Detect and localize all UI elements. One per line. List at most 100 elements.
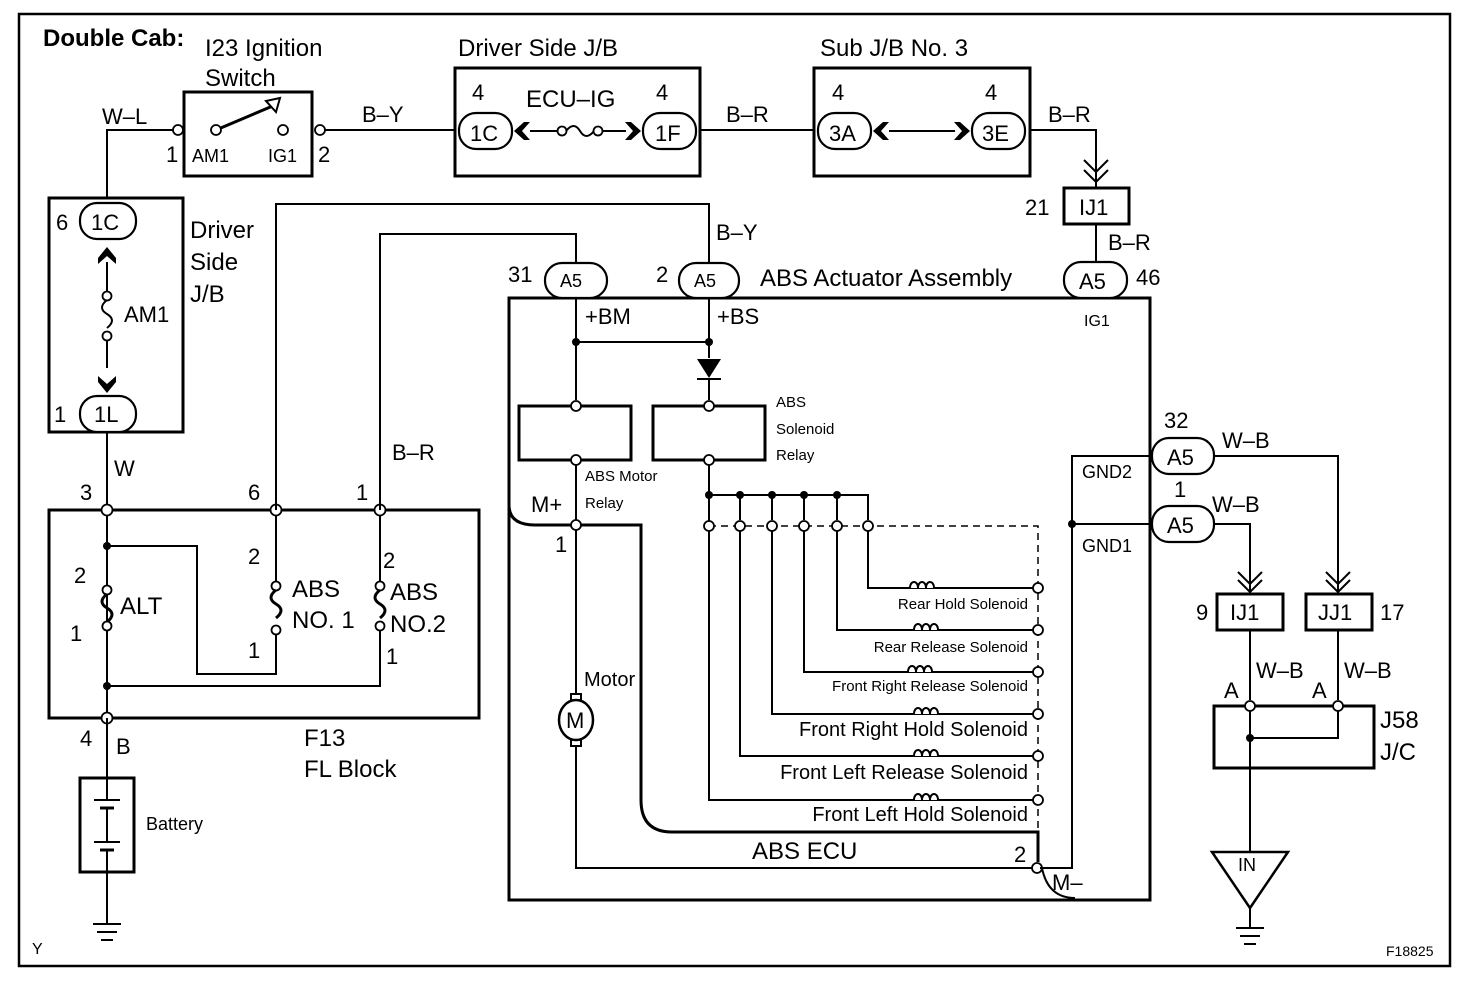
fl-pin-3: 3 xyxy=(80,480,92,505)
abs-m-plus-pin: 1 xyxy=(555,532,567,557)
j58-pin-a1: A xyxy=(1224,678,1239,703)
coil-icon-front-right-release xyxy=(907,665,933,673)
ij1-bottom-name: IJ1 xyxy=(1230,600,1259,625)
wire-w-b-1: W–B xyxy=(1222,428,1270,453)
ignition-pin-in: 1 xyxy=(166,142,178,167)
fuse-alt-icon xyxy=(100,592,114,624)
abs-solenoid-relay xyxy=(651,404,767,462)
ignition-switch: I23 Ignition Switch AM1 IG1 1 2 xyxy=(166,35,330,178)
driver-jb-left-title-2: Side xyxy=(190,249,238,276)
abs-solenoid-relay-line1: ABS xyxy=(776,394,806,411)
fuse-abs-no1-icon xyxy=(269,588,283,620)
abs-conn-bm: A5 xyxy=(560,271,582,291)
fl-block: F13 FL Block 3 6 1 4 ALT 2 1 ABS NO. 1 2… xyxy=(47,480,481,783)
solenoid-front-left-release: Front Left Release Solenoid xyxy=(780,762,1028,784)
solenoid-rear-release: Rear Release Solenoid xyxy=(874,639,1028,656)
solenoid-front-right-release: Front Right Release Solenoid xyxy=(832,678,1028,695)
fuse-abs-no1-line1: ABS xyxy=(292,576,340,603)
abs-term-ig1: IG1 xyxy=(1084,313,1110,330)
fuse-alt-label: ALT xyxy=(120,593,163,620)
abs-actuator-title: ABS Actuator Assembly xyxy=(760,265,1012,292)
abs-motor-relay xyxy=(517,404,633,462)
wire-b-battery: B xyxy=(116,734,131,759)
ground-in-label: IN xyxy=(1238,855,1256,875)
diagram-frame xyxy=(17,12,1452,968)
driver-jb-left: Driver Side J/B 1C 6 AM1 1L 1 xyxy=(47,196,254,434)
ignition-pin-out: 2 xyxy=(318,142,330,167)
driver-jb-top-conn-right: 1F xyxy=(655,121,681,146)
fuse-am1-label: AM1 xyxy=(124,302,169,327)
driver-jb-left-title-1: Driver xyxy=(190,217,254,244)
abs-conn-gnd2: A5 xyxy=(1167,445,1194,470)
corner-mark: Y xyxy=(32,941,43,958)
abs-term-gnd1: GND1 xyxy=(1082,536,1132,556)
solenoid-front-right-hold: Front Right Hold Solenoid xyxy=(799,719,1028,741)
fuse-am1-icon xyxy=(101,299,113,329)
driver-jb-top-conn-left: 1C xyxy=(470,121,498,146)
abs-pin-ig1: 46 xyxy=(1136,265,1160,290)
fuse-ecu-ig-icon xyxy=(565,125,595,137)
solenoid-front-left-hold: Front Left Hold Solenoid xyxy=(812,804,1028,826)
solenoid-rear-hold: Rear Hold Solenoid xyxy=(898,596,1028,613)
fl-block-name: FL Block xyxy=(304,756,397,783)
ground-icon-battery xyxy=(93,923,121,941)
sub-jb-3-title: Sub J/B No. 3 xyxy=(820,35,968,62)
wire-w-main: W xyxy=(114,456,135,481)
sub-jb-3-pin-left: 4 xyxy=(832,80,844,105)
ignition-pin-ig1: IG1 xyxy=(268,146,297,166)
figure-id: F18825 xyxy=(1386,943,1434,959)
coil-icon-front-left-hold xyxy=(913,793,939,801)
driver-jb-left-pin-bottom: 1 xyxy=(54,402,66,427)
fuse-abs-no2-pin-1: 1 xyxy=(386,644,398,669)
coil-icon-rear-release xyxy=(913,623,939,631)
j58-junction-connector: A A J58 J/C xyxy=(1212,678,1419,770)
driver-jb-top-pin-left: 4 xyxy=(472,80,484,105)
abs-term-gnd2: GND2 xyxy=(1082,462,1132,482)
ignition-switch-code: I23 Ignition xyxy=(205,35,322,62)
fuse-abs-no1-pin-1: 1 xyxy=(248,638,260,663)
driver-jb-top-title: Driver Side J/B xyxy=(458,35,618,62)
ij1-top-name: IJ1 xyxy=(1079,195,1108,220)
abs-pin-bm: 31 xyxy=(508,262,532,287)
fuse-ecu-ig-label: ECU–IG xyxy=(526,86,615,113)
driver-jb-top: Driver Side J/B 1C 1F 4 4 ECU–IG xyxy=(453,35,702,178)
ground-point-in: IN xyxy=(1209,850,1291,911)
coil-icon-front-left-release xyxy=(913,749,939,757)
j58-pin-a2: A xyxy=(1312,678,1327,703)
motor-symbol: M xyxy=(566,708,584,733)
sub-jb-3-conn-left: 3A xyxy=(829,121,856,146)
fuse-abs-no1-line2: NO. 1 xyxy=(292,607,355,634)
abs-motor-label: Motor xyxy=(584,669,635,691)
wire-b-r-top1: B–R xyxy=(726,102,769,127)
fl-pin-4: 4 xyxy=(80,726,92,751)
fuse-abs-no2-line1: ABS xyxy=(390,579,438,606)
driver-jb-left-pin-top: 6 xyxy=(56,210,68,235)
abs-m-minus: M– xyxy=(1052,870,1083,895)
wire-b-r-top2: B–R xyxy=(1048,102,1091,127)
wire-w-b-2: W–B xyxy=(1212,492,1260,517)
abs-pin-gnd2: 32 xyxy=(1164,408,1188,433)
variant-label: Double Cab: xyxy=(43,25,184,52)
battery: Battery xyxy=(78,776,203,874)
abs-conn-bs: A5 xyxy=(694,271,716,291)
abs-term-bs: +BS xyxy=(717,304,759,329)
ignition-pin-am1: AM1 xyxy=(192,146,229,166)
j58-name: J/C xyxy=(1380,739,1416,766)
jj1-pin: 17 xyxy=(1380,600,1404,625)
abs-pin-bs: 2 xyxy=(656,262,668,287)
fuse-alt-pin-2: 2 xyxy=(74,563,86,588)
abs-term-bm: +BM xyxy=(585,304,631,329)
abs-solenoid-relay-line2: Solenoid xyxy=(776,421,834,438)
motor-icon: M xyxy=(557,693,595,747)
abs-solenoid-relay-line3: Relay xyxy=(776,447,815,464)
fl-pin-1: 1 xyxy=(356,480,368,505)
fuse-abs-no2-icon xyxy=(373,588,387,620)
driver-jb-top-pin-right: 4 xyxy=(656,80,668,105)
sub-jb-3: Sub J/B No. 3 3A 3E 4 4 xyxy=(812,35,1032,178)
wire-b-r-fl: B–R xyxy=(392,440,435,465)
ignition-switch-name: Switch xyxy=(205,65,276,92)
fuse-abs-no1-pin-2: 2 xyxy=(248,544,260,569)
wire-b-r-ij1: B–R xyxy=(1108,230,1151,255)
coil-icon-front-right-hold xyxy=(913,707,939,715)
